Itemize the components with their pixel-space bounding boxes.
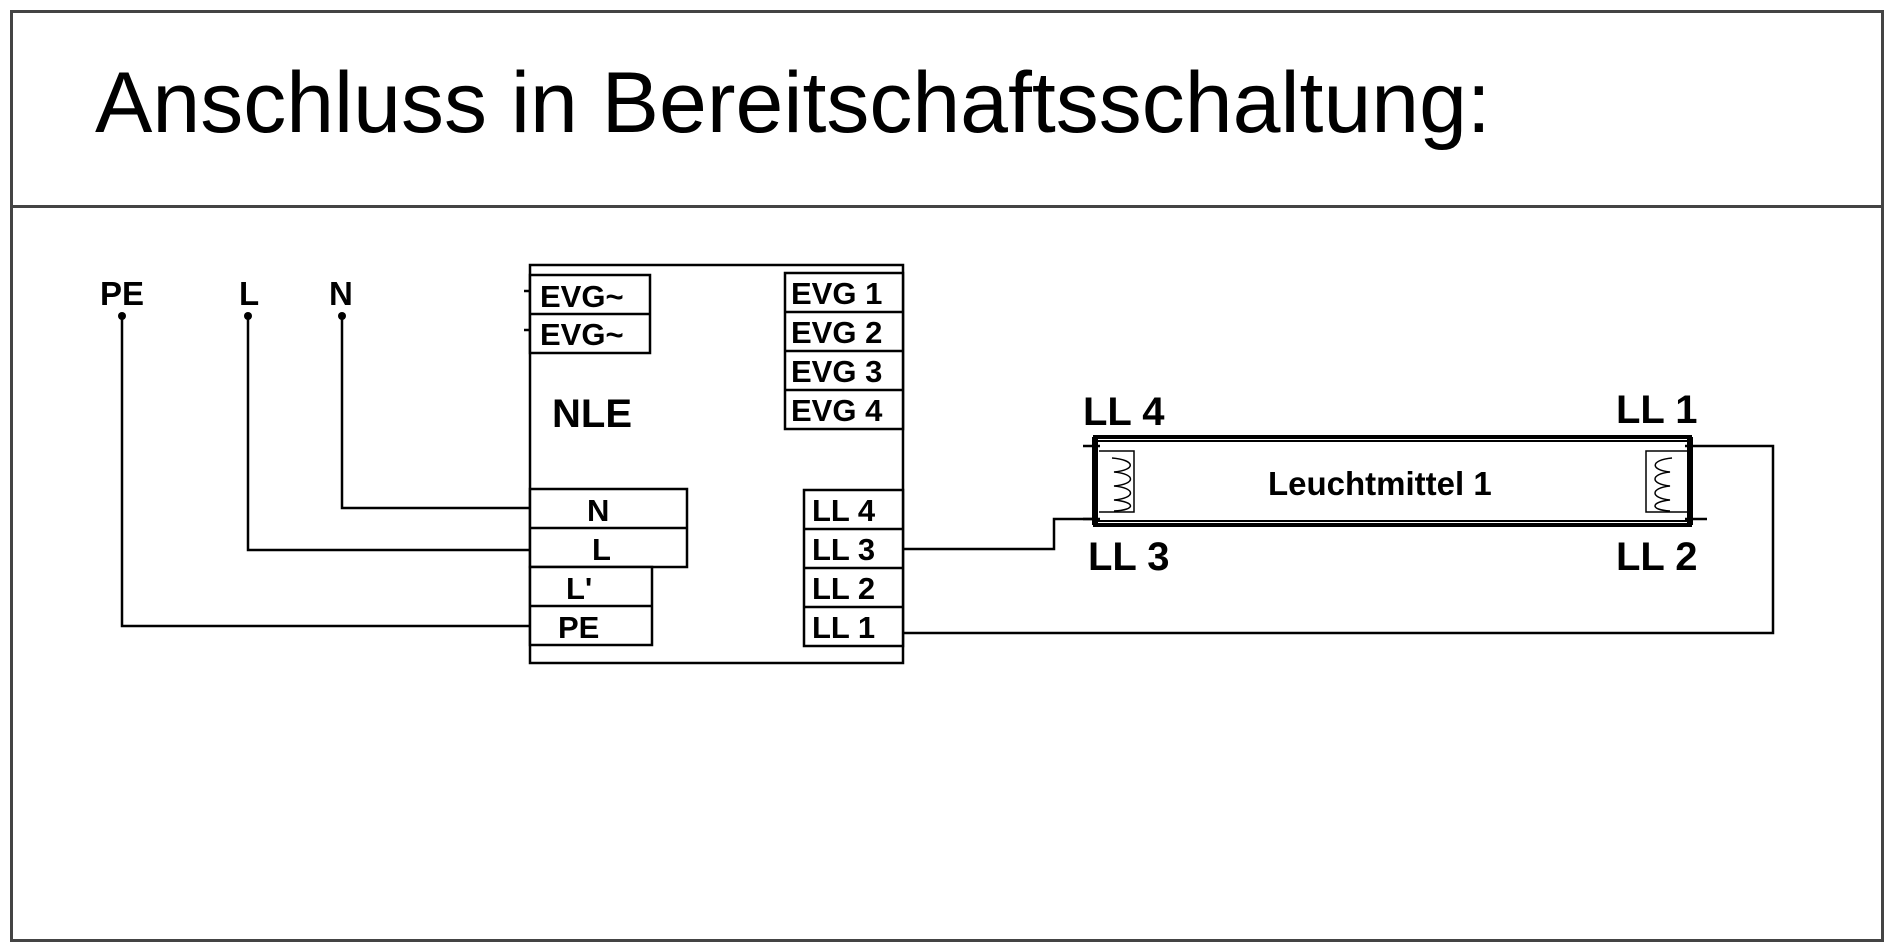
terminal-label-n: N <box>587 493 609 528</box>
filament-right-icon <box>1645 450 1687 513</box>
terminal-label-pe: PE <box>558 610 599 645</box>
lamp-terminal-label-ll4: LL 4 <box>812 493 876 528</box>
evg-in-label-2: EVG~ <box>540 317 624 352</box>
wire-ll1 <box>903 444 1775 635</box>
lamp-pin-label-ll4: LL 4 <box>1083 390 1165 434</box>
lamp-terminal-label-ll3: LL 3 <box>812 532 875 567</box>
page-title: Anschluss in Bereitschaftsschaltung: <box>95 55 1491 151</box>
diagram-frame <box>10 10 1884 942</box>
evg-out-label-4: EVG 4 <box>791 393 883 428</box>
lamp-tube <box>1093 435 1692 527</box>
lamp-pin-label-ll3: LL 3 <box>1088 535 1170 579</box>
wire-n <box>340 316 530 510</box>
lamp-terminal-label-ll2: LL 2 <box>812 571 875 606</box>
lamp-pin-label-ll1: LL 1 <box>1616 388 1698 432</box>
wire-l <box>246 316 530 552</box>
evg-out-label-2: EVG 2 <box>791 315 882 350</box>
terminal-label-l-prime: L' <box>566 571 592 606</box>
evg-in-label-1: EVG~ <box>540 279 624 314</box>
supply-label-l: L <box>239 275 259 312</box>
supply-label-pe: PE <box>100 275 144 312</box>
terminal-label-l: L <box>592 532 611 567</box>
evg-out-label-3: EVG 3 <box>791 354 882 389</box>
lamp-label: Leuchtmittel 1 <box>1268 465 1492 502</box>
lamp-pin-label-ll2: LL 2 <box>1616 535 1698 579</box>
lamp-terminal-label-ll1: LL 1 <box>812 610 875 645</box>
title-divider <box>10 205 1884 208</box>
filament-left-icon <box>1099 450 1135 513</box>
wire-pe <box>120 316 530 628</box>
evg-out-label-1: EVG 1 <box>791 276 882 311</box>
supply-label-n: N <box>329 275 353 312</box>
nle-label: NLE <box>552 392 632 436</box>
wire-ll3 <box>903 517 1100 551</box>
